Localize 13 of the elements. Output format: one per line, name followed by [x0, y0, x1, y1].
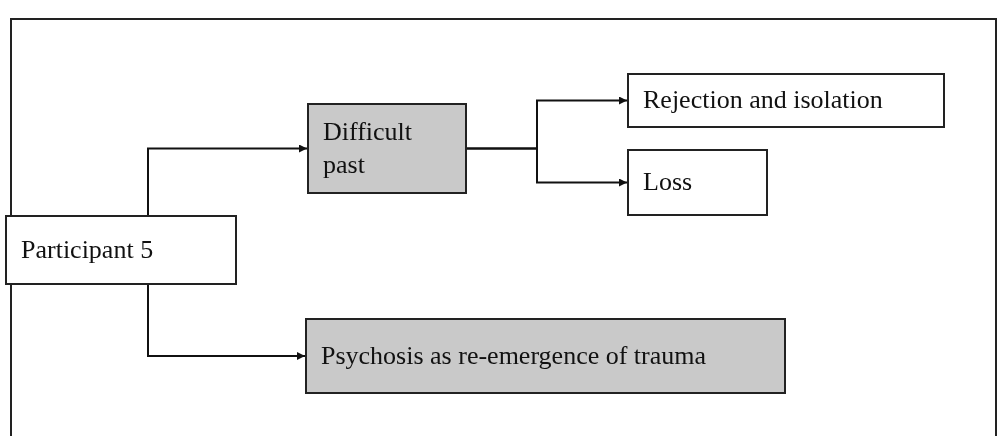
box-label: Loss [643, 166, 693, 199]
process-box [5, 215, 237, 285]
process-box [627, 73, 945, 128]
process-box [305, 318, 786, 394]
box-label: Difficult past [323, 116, 414, 181]
arrow [147, 144, 308, 216]
arrow [147, 284, 306, 360]
box-label: Psychosis as re-emergence of trauma [321, 339, 707, 372]
arrow [466, 147, 628, 187]
process-box [307, 103, 467, 194]
box-label: Participant 5 [21, 233, 154, 266]
process-box [627, 149, 768, 216]
box-label: Rejection and isolation [643, 84, 883, 117]
